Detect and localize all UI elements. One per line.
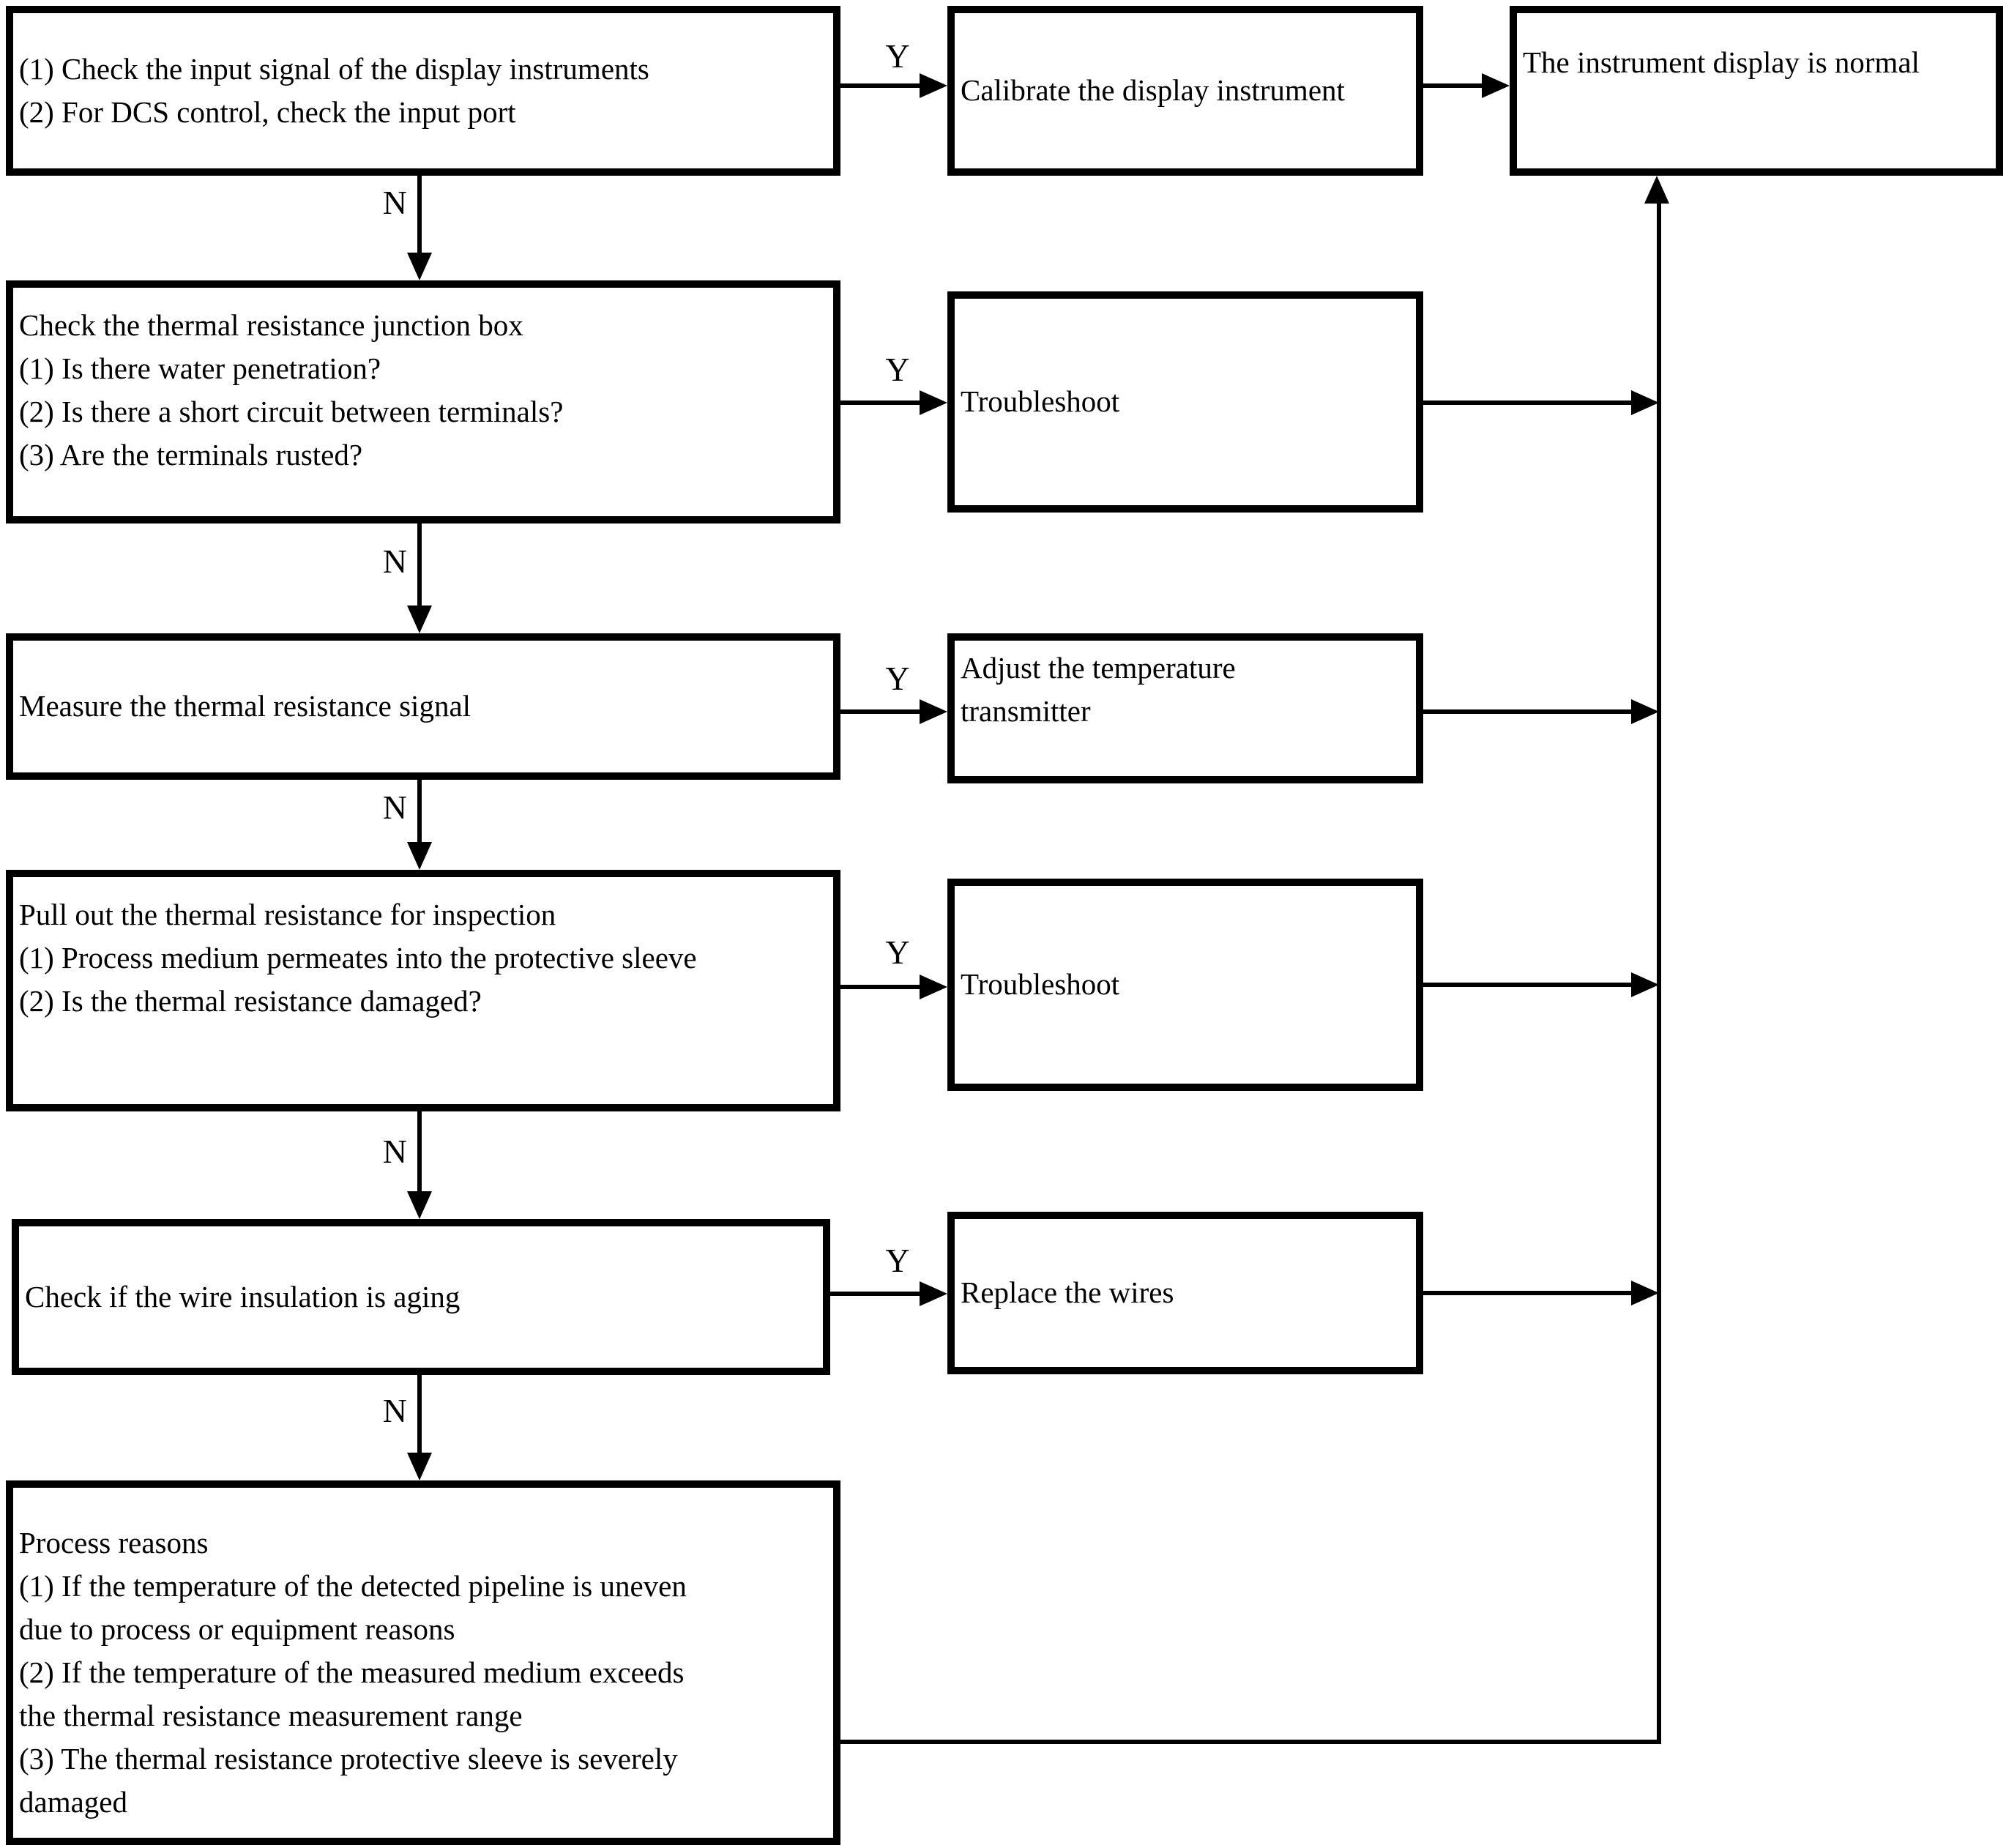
no-arrow-line-4	[417, 1111, 422, 1191]
out-arrowhead-right-icon-3	[1631, 699, 1659, 724]
yes-arrowhead-right-icon-3	[920, 699, 947, 724]
yes-label-2: Y	[885, 351, 910, 388]
yes-arrow-line-3	[840, 709, 921, 714]
out-arrow-line-2	[1423, 400, 1631, 405]
box-process-reasons: Process reasons (1) If the temperature o…	[6, 1480, 840, 1845]
yes-arrowhead-right-icon-4	[920, 975, 947, 999]
no-arrowhead-down-icon-1	[407, 253, 432, 280]
collector-line-vertical	[1657, 201, 1661, 1744]
box-check-wire-insulation-text: Check if the wire insulation is aging	[25, 1279, 461, 1314]
out-arrow-line-3	[1423, 709, 1631, 714]
yes-arrowhead-right-icon-5	[920, 1281, 947, 1306]
box-troubleshoot-2-text: Troubleshoot	[961, 967, 1120, 1002]
no-label-2: N	[382, 543, 407, 580]
box-calibrate-display: Calibrate the display instrument	[947, 6, 1423, 176]
collector-line-bottom	[840, 1740, 1661, 1744]
box-troubleshoot-1: Troubleshoot	[947, 291, 1423, 513]
no-arrowhead-down-icon-5	[407, 1453, 432, 1480]
box-replace-wires: Replace the wires	[947, 1212, 1423, 1374]
no-arrowhead-down-icon-4	[407, 1191, 432, 1219]
yes-arrow-line-5	[830, 1292, 921, 1296]
yes-label-3: Y	[885, 660, 910, 697]
out-arrow-line-5	[1423, 1291, 1631, 1295]
box-troubleshoot-2: Troubleshoot	[947, 879, 1423, 1091]
out-arrowhead-right-icon-4	[1631, 972, 1659, 997]
no-label-5: N	[382, 1392, 407, 1429]
no-arrow-line-2	[417, 524, 422, 606]
no-arrow-line-1	[417, 176, 422, 253]
box-adjust-transmitter: Adjust the temperature transmitter	[947, 633, 1423, 783]
no-label-1: N	[382, 184, 407, 221]
box-display-normal-text: The instrument display is normal	[1523, 45, 1920, 79]
box-measure-signal-text: Measure the thermal resistance signal	[19, 689, 471, 723]
yes-label-1: Y	[885, 37, 910, 75]
box-calibrate-display-text: Calibrate the display instrument	[961, 73, 1345, 108]
out-arrowhead-right-icon-2	[1631, 390, 1659, 415]
box-troubleshoot-1-text: Troubleshoot	[961, 384, 1120, 419]
out-arrowhead-right-icon-5	[1631, 1281, 1659, 1305]
box-process-reasons-text: Process reasons (1) If the temperature o…	[19, 1526, 687, 1819]
box-adjust-transmitter-text: Adjust the temperature transmitter	[961, 651, 1236, 729]
yes-arrow-line-1	[840, 83, 921, 88]
box-check-wire-insulation: Check if the wire insulation is aging	[12, 1219, 830, 1375]
yes-arrow-line-2	[840, 400, 921, 405]
box-measure-signal: Measure the thermal resistance signal	[6, 633, 840, 780]
box-display-normal: The instrument display is normal	[1510, 6, 2003, 176]
box-check-display-input-text: (1) Check the input signal of the displa…	[19, 51, 649, 129]
box-pull-out-inspection-text: Pull out the thermal resistance for insp…	[19, 898, 697, 1018]
yes-arrowhead-right-icon-2	[920, 390, 947, 415]
no-arrowhead-down-icon-3	[407, 842, 432, 870]
box-check-junction-box: Check the thermal resistance junction bo…	[6, 280, 840, 524]
collector-arrowhead-up-icon	[1644, 176, 1669, 204]
yes-label-4: Y	[885, 934, 910, 971]
yes-label-5: Y	[885, 1242, 910, 1279]
no-label-3: N	[382, 789, 407, 826]
out-arrow-line-4	[1423, 983, 1631, 987]
no-arrow-line-3	[417, 780, 422, 842]
box-pull-out-inspection: Pull out the thermal resistance for insp…	[6, 870, 840, 1111]
yes-arrowhead-right-icon-1	[920, 73, 947, 98]
yes-arrow-line-4	[840, 985, 921, 989]
out-arrowhead-right-icon-1	[1482, 73, 1510, 98]
no-arrow-line-5	[417, 1375, 422, 1453]
out-arrow-line-1	[1423, 83, 1482, 88]
box-check-display-input: (1) Check the input signal of the displa…	[6, 6, 840, 176]
no-arrowhead-down-icon-2	[407, 606, 432, 633]
box-check-junction-box-text: Check the thermal resistance junction bo…	[19, 308, 564, 472]
no-label-4: N	[382, 1133, 407, 1170]
box-replace-wires-text: Replace the wires	[961, 1275, 1174, 1310]
